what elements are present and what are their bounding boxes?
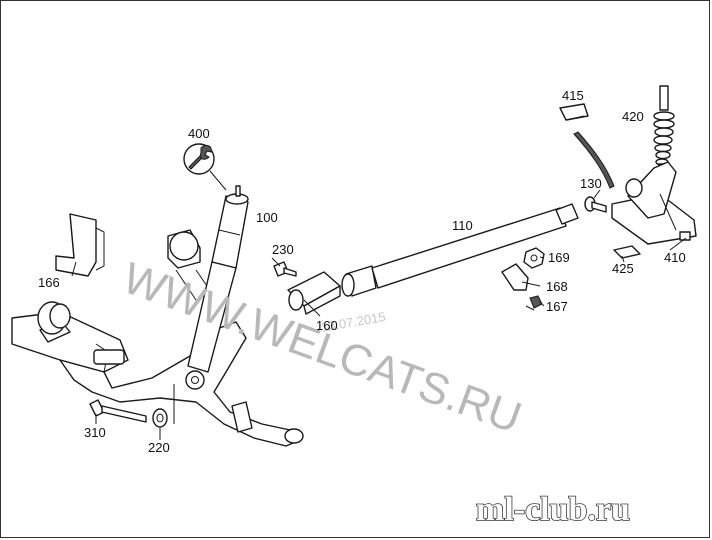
label-410: 410 [664,250,686,265]
wrench-icon [183,143,227,191]
part-labels: 400 100 230 166 160 110 169 168 167 415 … [38,88,686,455]
rubber-bushing-left [37,301,71,335]
label-310: 310 [84,425,106,440]
label-415: 415 [562,88,584,103]
adapter-160 [287,271,341,315]
nut-169 [523,247,545,269]
label-169: 169 [548,250,570,265]
bolt-230 [273,261,297,277]
rubber-bushing-upper [167,229,215,301]
bolt-130 [584,196,607,213]
label-100: 100 [256,210,278,225]
lever-boot-420 [653,85,675,177]
label-130: 130 [580,176,602,191]
label-110: 110 [452,218,473,233]
label-168: 168 [546,279,568,294]
plate-415 [559,103,615,189]
site-logo: ml-club.ru [476,491,630,528]
label-220: 220 [148,440,170,455]
label-166: 166 [38,275,60,290]
shim-425 [613,245,641,259]
rod-110 [341,203,579,297]
clip-167 [525,295,543,311]
bracket-166 [55,213,105,277]
shock-absorber-100 [185,185,249,390]
label-160: 160 [316,318,338,333]
washer-220 [152,384,175,428]
label-420: 420 [622,109,644,124]
label-167: 167 [546,299,568,314]
bracket-168 [501,263,529,291]
shift-housing-410 [611,161,697,245]
leader-lines [71,189,687,440]
label-230: 230 [272,242,294,257]
label-400: 400 [188,126,210,141]
bolt-310 [89,399,147,423]
label-425: 425 [612,261,634,276]
